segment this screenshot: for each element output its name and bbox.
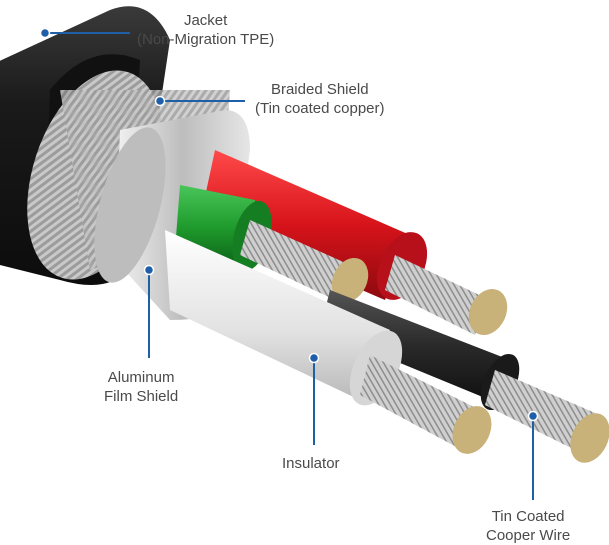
label-jacket-line1: Jacket (183, 12, 228, 29)
label-aluminum-line2: Film Shield (104, 388, 179, 405)
label-aluminum-line1: Aluminum (107, 369, 175, 386)
label-tin-coated-wire: Tin Coated Cooper Wire (486, 507, 570, 545)
label-aluminum-film-shield: Aluminum Film Shield (104, 368, 178, 406)
dot-insulator (308, 352, 320, 364)
label-insulator: Insulator (282, 454, 340, 473)
label-wire-line2: Cooper Wire (486, 527, 571, 544)
dot-braided-shield (154, 95, 166, 107)
white-conductor (165, 230, 492, 454)
dot-aluminum-shield (143, 264, 155, 276)
dot-wire (527, 410, 539, 422)
leader-dots (39, 27, 539, 422)
leader-lines (45, 32, 534, 500)
black-conductor (320, 290, 609, 463)
dot-jacket (39, 27, 51, 39)
label-braided-shield-line1: Braided Shield (270, 81, 369, 98)
label-braided-shield: Braided Shield (Tin coated copper) (255, 80, 385, 118)
label-jacket-line2: (Non-Migration TPE) (137, 31, 275, 48)
label-braided-shield-line2: (Tin coated copper) (255, 100, 385, 117)
label-insulator-line1: Insulator (282, 455, 340, 472)
label-wire-line1: Tin Coated (491, 508, 565, 525)
label-jacket: Jacket (Non-Migration TPE) (137, 11, 274, 49)
